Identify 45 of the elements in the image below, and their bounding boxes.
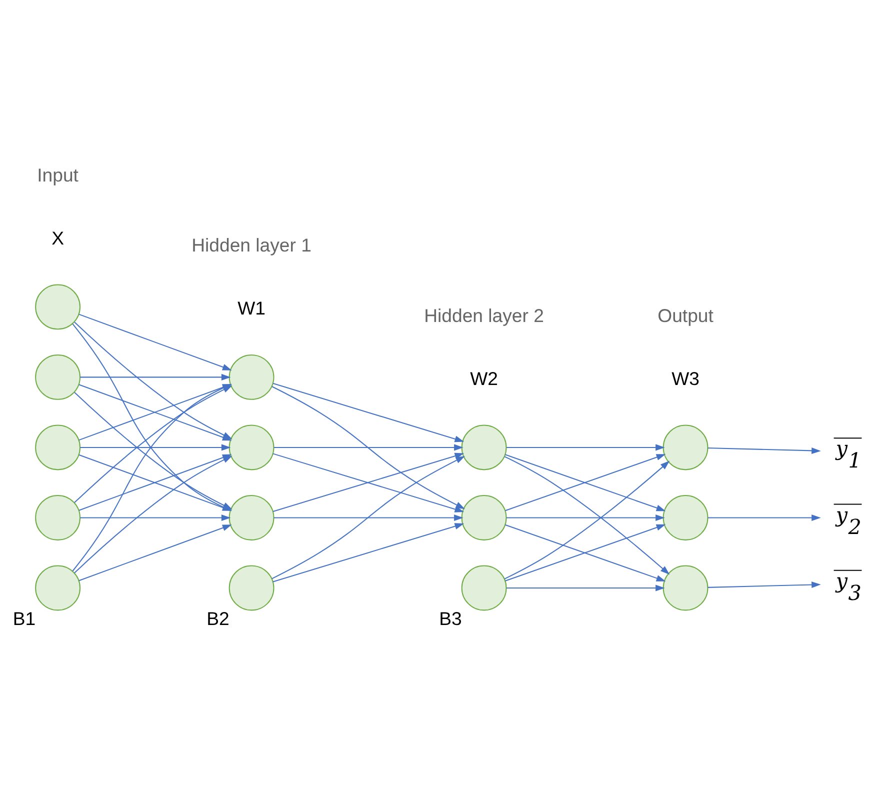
node-circle [228, 494, 274, 540]
arrow [272, 456, 466, 580]
node-circle [35, 494, 81, 540]
arrow [708, 582, 821, 588]
arrow [78, 314, 232, 370]
label: Hidden layer 2 [424, 304, 544, 326]
arrow [272, 382, 464, 442]
node-label: B1 [12, 608, 36, 630]
arrow [708, 514, 821, 521]
node-circle [662, 494, 708, 540]
arrow [506, 514, 665, 521]
arrow [274, 444, 464, 451]
label: W2 [470, 368, 498, 389]
label: Hidden layer 1 [192, 234, 312, 256]
label: Output [658, 304, 714, 326]
arrow [80, 374, 231, 380]
node-circle [35, 284, 81, 330]
node-circle [461, 565, 507, 611]
node-circle [461, 494, 507, 540]
arrow [506, 444, 665, 451]
node-circle [35, 424, 81, 470]
node-label: B2 [206, 608, 230, 630]
node-circle [662, 565, 708, 611]
arrow [272, 386, 466, 510]
node-circle [35, 565, 81, 611]
arrow [505, 524, 666, 582]
label: Input [37, 164, 78, 186]
arrow [274, 514, 464, 521]
arrow [272, 523, 464, 582]
arrow [80, 444, 231, 451]
arrow [506, 584, 665, 592]
node-circle [461, 424, 507, 470]
label: W1 [238, 298, 266, 319]
label: X [52, 227, 64, 248]
arrow [80, 514, 231, 521]
arrow [78, 524, 232, 582]
node-circle [662, 424, 708, 470]
node-circle [35, 354, 81, 400]
node-circle [228, 424, 274, 470]
node-label: B3 [439, 608, 462, 630]
arrow [708, 447, 821, 454]
node-circle [228, 354, 274, 400]
arrow [505, 454, 666, 512]
node-circle [228, 565, 274, 611]
label: W3 [672, 368, 700, 389]
